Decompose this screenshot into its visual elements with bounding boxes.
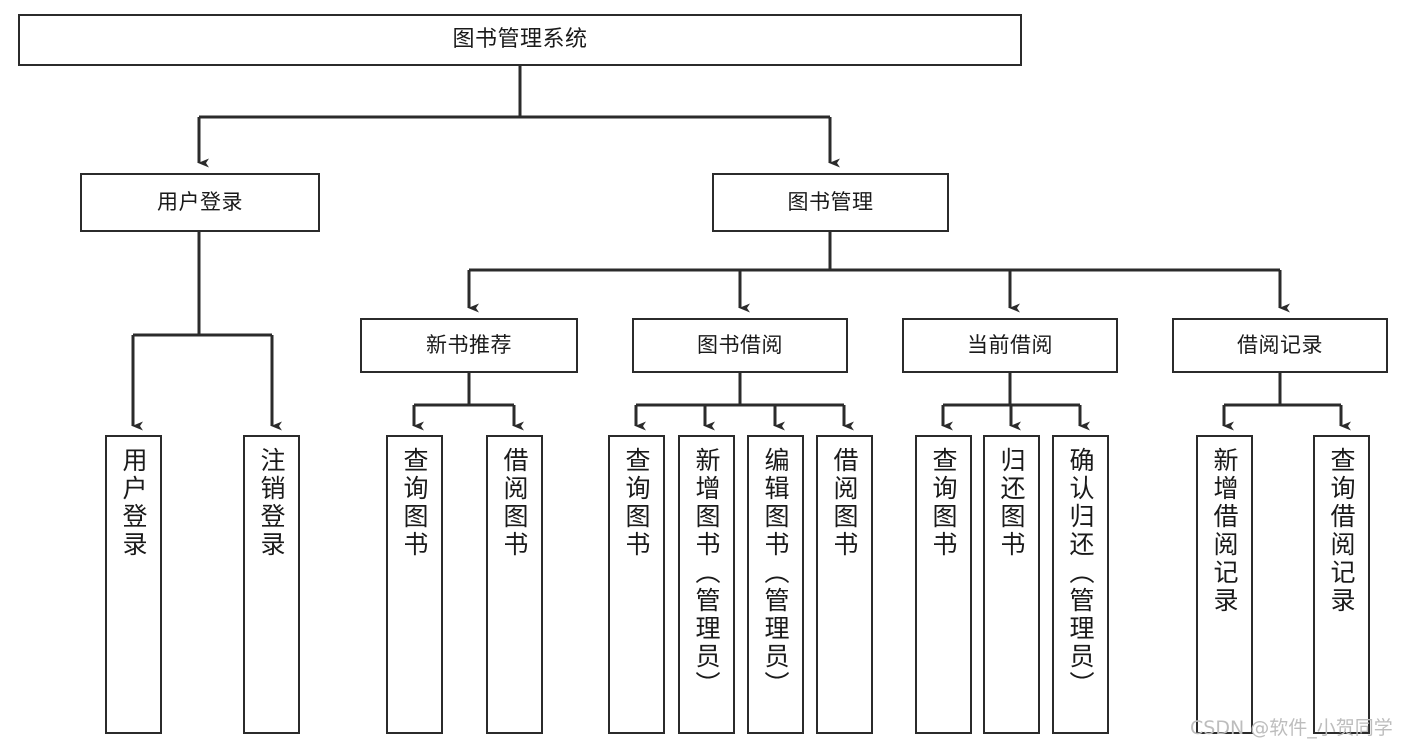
- leaf-user-login-login-label: 用户登录: [119, 447, 148, 559]
- leaf-new-book-query-label: 查询图书: [400, 447, 429, 559]
- node-new-book-recommend-label: 新书推荐: [426, 333, 512, 358]
- leaf-user-login-logout-label: 注销登录: [257, 447, 286, 559]
- leaf-book-borrow-query[interactable]: 查询图书: [608, 435, 665, 734]
- leaf-borrow-records-add-label: 新增借阅记录: [1210, 447, 1239, 615]
- node-root-system-label: 图书管理系统: [452, 27, 588, 53]
- leaf-book-borrow-borrow-label: 借阅图书: [830, 447, 859, 559]
- leaf-borrow-records-query[interactable]: 查询借阅记录: [1313, 435, 1370, 734]
- node-current-borrow[interactable]: 当前借阅: [902, 318, 1118, 373]
- leaf-current-borrow-confirm[interactable]: 确认归还（管理员）: [1052, 435, 1109, 734]
- leaf-book-borrow-add[interactable]: 新增图书（管理员）: [678, 435, 735, 734]
- leaf-book-borrow-add-label: 新增图书（管理员）: [692, 447, 721, 699]
- node-book-borrow[interactable]: 图书借阅: [632, 318, 848, 373]
- node-root-system[interactable]: 图书管理系统: [18, 14, 1022, 66]
- leaf-book-borrow-borrow[interactable]: 借阅图书: [816, 435, 873, 734]
- leaf-new-book-query[interactable]: 查询图书: [386, 435, 443, 734]
- leaf-borrow-records-add[interactable]: 新增借阅记录: [1196, 435, 1253, 734]
- node-new-book-recommend[interactable]: 新书推荐: [360, 318, 578, 373]
- node-borrow-records-label: 借阅记录: [1237, 333, 1323, 358]
- leaf-user-login-logout[interactable]: 注销登录: [243, 435, 300, 734]
- leaf-current-borrow-confirm-label: 确认归还（管理员）: [1066, 447, 1095, 699]
- csdn-watermark: CSDN @软件_小贺同学: [1190, 717, 1393, 739]
- leaf-current-borrow-query-label: 查询图书: [929, 447, 958, 559]
- node-book-management[interactable]: 图书管理: [712, 173, 949, 232]
- node-user-login[interactable]: 用户登录: [80, 173, 320, 232]
- leaf-current-borrow-return[interactable]: 归还图书: [983, 435, 1040, 734]
- leaf-user-login-login[interactable]: 用户登录: [105, 435, 162, 734]
- leaf-new-book-borrow-label: 借阅图书: [500, 447, 529, 559]
- leaf-current-borrow-query[interactable]: 查询图书: [915, 435, 972, 734]
- leaf-current-borrow-return-label: 归还图书: [997, 447, 1026, 559]
- node-borrow-records[interactable]: 借阅记录: [1172, 318, 1388, 373]
- leaf-new-book-borrow[interactable]: 借阅图书: [486, 435, 543, 734]
- leaf-book-borrow-edit[interactable]: 编辑图书（管理员）: [747, 435, 804, 734]
- node-user-login-label: 用户登录: [157, 190, 243, 215]
- node-book-management-label: 图书管理: [787, 190, 874, 215]
- leaf-borrow-records-query-label: 查询借阅记录: [1327, 447, 1356, 615]
- node-book-borrow-label: 图书借阅: [697, 333, 783, 358]
- leaf-book-borrow-edit-label: 编辑图书（管理员）: [761, 447, 790, 699]
- leaf-book-borrow-query-label: 查询图书: [622, 447, 651, 559]
- node-current-borrow-label: 当前借阅: [967, 333, 1053, 358]
